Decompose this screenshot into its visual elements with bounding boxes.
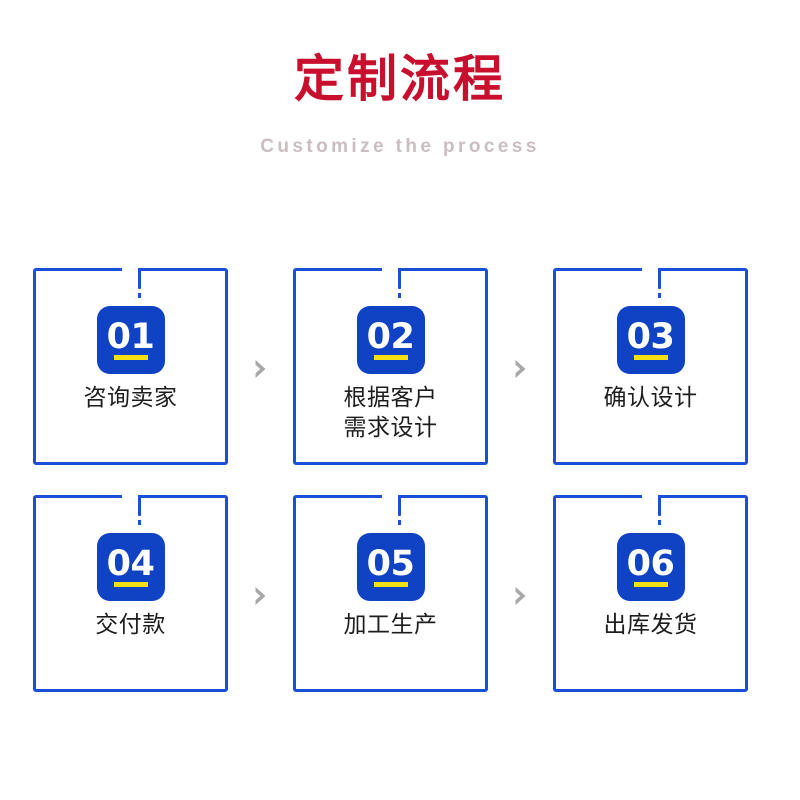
- card-content: 03 确认设计: [553, 268, 748, 465]
- notch-dot-icon: [657, 293, 661, 298]
- card-content: 01 咨询卖家: [33, 268, 228, 465]
- process-step-card[interactable]: 05 加工生产: [293, 495, 488, 692]
- badge-underline-bar: [373, 355, 408, 360]
- notch-gap: [381, 268, 400, 273]
- process-step-card[interactable]: 04 交付款: [33, 495, 228, 692]
- notch-gap: [121, 268, 140, 273]
- notch-gap: [121, 495, 140, 500]
- notch-dot-icon: [137, 293, 141, 298]
- step-label: 咨询卖家: [84, 383, 178, 413]
- process-step-card[interactable]: 01 咨询卖家: [33, 268, 228, 465]
- step-number: 03: [626, 316, 675, 357]
- process-step-card[interactable]: 06 出库发货: [553, 495, 748, 692]
- step-number-badge: 04: [96, 533, 165, 601]
- step-number: 05: [366, 543, 415, 584]
- process-step-card[interactable]: 02 根据客户 需求设计: [293, 268, 488, 465]
- step-number: 01: [106, 316, 155, 357]
- notch-dot-icon: [137, 520, 141, 525]
- notch-gap: [641, 268, 660, 273]
- chevron-right-icon: [248, 356, 274, 382]
- step-label-line: 加工生产: [343, 612, 438, 638]
- notch-dot-icon: [657, 520, 661, 525]
- step-label: 根据客户 需求设计: [344, 383, 438, 444]
- step-label-line: 咨询卖家: [83, 385, 178, 411]
- step-number-badge: 05: [356, 533, 425, 601]
- process-row-2: 04 交付款 05: [33, 495, 748, 692]
- card-content: 02 根据客户 需求设计: [293, 268, 488, 465]
- step-label-line: 交付款: [95, 612, 166, 638]
- step-number: 04: [106, 543, 155, 584]
- step-label: 交付款: [95, 610, 166, 640]
- page-header: 定制流程 Customize the process: [0, 0, 800, 158]
- card-content: 05 加工生产: [293, 495, 488, 692]
- badge-underline-bar: [373, 582, 408, 587]
- notch-stub-icon: [657, 268, 661, 289]
- notch-stub-icon: [137, 268, 141, 289]
- page-subtitle: Customize the process: [260, 136, 540, 157]
- step-label-line: 需求设计: [343, 415, 438, 442]
- card-content: 04 交付款: [33, 495, 228, 692]
- chevron-right-icon: [248, 583, 274, 609]
- step-number: 02: [366, 316, 415, 357]
- process-row-1: 01 咨询卖家 02: [33, 268, 748, 465]
- step-label-line: 出库发货: [603, 612, 698, 638]
- notch-stub-icon: [657, 495, 661, 516]
- notch-gap: [641, 495, 660, 500]
- chevron-right-icon: [508, 583, 534, 609]
- badge-underline-bar: [633, 582, 668, 587]
- step-number-badge: 01: [96, 306, 165, 374]
- badge-underline-bar: [113, 355, 148, 360]
- notch-dot-icon: [397, 520, 401, 525]
- process-step-card[interactable]: 03 确认设计: [553, 268, 748, 465]
- step-label-line: 确认设计: [603, 385, 698, 411]
- step-label: 出库发货: [604, 610, 698, 640]
- step-number: 06: [626, 543, 675, 584]
- card-content: 06 出库发货: [553, 495, 748, 692]
- step-label-line: 根据客户: [343, 385, 438, 411]
- process-flow: 01 咨询卖家 02: [33, 268, 748, 692]
- notch-gap: [381, 495, 400, 500]
- notch-stub-icon: [397, 268, 401, 289]
- badge-underline-bar: [113, 582, 148, 587]
- notch-dot-icon: [397, 293, 401, 298]
- badge-underline-bar: [633, 355, 668, 360]
- step-number-badge: 06: [616, 533, 685, 601]
- step-label: 加工生产: [344, 610, 438, 640]
- notch-stub-icon: [137, 495, 141, 516]
- chevron-right-icon: [508, 356, 534, 382]
- step-number-badge: 03: [616, 306, 685, 374]
- notch-stub-icon: [397, 495, 401, 516]
- step-label: 确认设计: [604, 383, 698, 413]
- page-title: 定制流程: [294, 51, 506, 107]
- step-number-badge: 02: [356, 306, 425, 374]
